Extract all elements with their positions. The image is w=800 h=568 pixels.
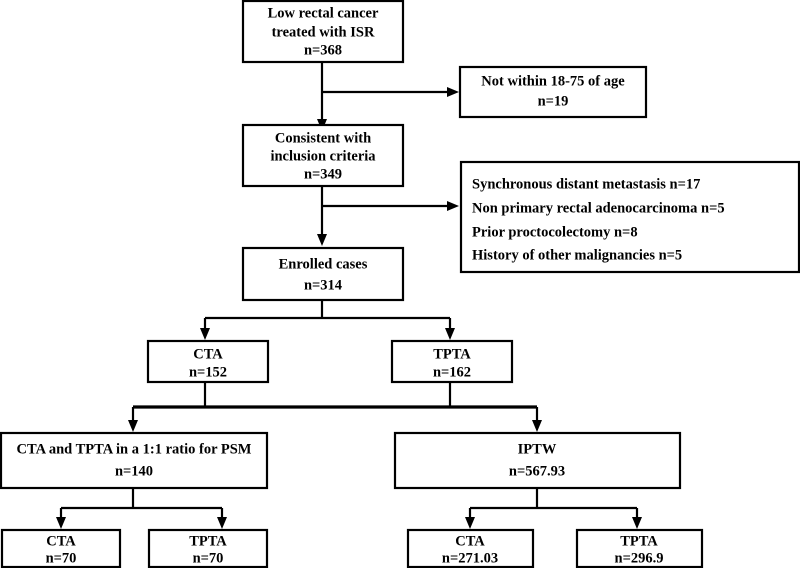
node-tpta-group-box [390,339,514,384]
node-inclusion-criteria-line1: Consistent with [275,130,371,146]
node-iptw-weighted-box [393,431,682,490]
connector-enrolled-split [203,300,452,332]
node-psm-cta-count: n=70 [46,550,77,566]
node-psm-matched-count: n=140 [115,463,153,479]
node-enrolled-cases[interactable]: Enrolled cases n=314 [241,246,405,302]
node-excluded-other-reasons-box [459,160,800,274]
node-psm-cta-label: CTA [46,533,76,549]
node-iptw-tpta-count: n=296.9 [615,550,664,566]
node-psm-matched-label: CTA and TPTA in a 1:1 ratio for PSM [17,441,252,457]
node-psm-matched-box [0,431,269,490]
node-inclusion-criteria-box [241,123,405,188]
node-iptw-tpta[interactable]: TPTA n=296.9 [575,528,704,568]
node-iptw-cta-label: CTA [455,533,485,549]
node-psm-cta[interactable]: CTA n=70 [0,528,122,568]
node-iptw-cta-count: n=271.03 [442,550,498,566]
node-excluded-age-line1: Not within 18-75 of age [481,73,625,89]
node-iptw-cta-box [406,528,535,568]
arrowhead-psm-tpta [217,517,227,529]
node-psm-tpta-label: TPTA [189,533,227,549]
arrowhead-psm [128,420,138,432]
node-source-population[interactable]: Low rectal cancer treated with ISR n=368 [241,0,405,64]
node-excluded-age-box [458,65,648,119]
node-iptw-weighted-count: n=567.93 [509,463,565,479]
arrowhead-iptw-cta [465,517,475,529]
connector-psm-split [59,488,224,521]
node-iptw-cta[interactable]: CTA n=271.03 [406,528,535,568]
node-cta-group-box [146,339,270,384]
node-enrolled-cases-count: n=314 [304,277,342,293]
node-inclusion-criteria[interactable]: Consistent with inclusion criteria n=349 [241,123,405,188]
node-psm-matched[interactable]: CTA and TPTA in a 1:1 ratio for PSM n=14… [0,431,269,490]
arrowhead-excluded-age [447,87,459,97]
node-excluded-reason-2: Non primary rectal adenocarcinoma n=5 [472,200,725,216]
arrowhead-excluded-other [447,201,459,211]
node-iptw-weighted[interactable]: IPTW n=567.93 [393,431,682,490]
connectors [56,62,642,529]
node-inclusion-criteria-line2: inclusion criteria [270,148,376,164]
arrowhead-enrolled [317,234,327,246]
node-enrolled-cases-box [241,246,405,302]
node-cta-group[interactable]: CTA n=152 [146,339,270,384]
node-excluded-reason-1: Synchronous distant metastasis n=17 [472,176,700,192]
node-excluded-other-reasons[interactable]: Synchronous distant metastasis n=17 Non … [459,160,800,274]
node-tpta-group-count: n=162 [433,364,471,380]
arrowhead-iptw-tpta [632,517,642,529]
node-psm-tpta-count: n=70 [193,550,224,566]
arrowhead-psm-cta [56,517,66,529]
node-enrolled-cases-line1: Enrolled cases [279,256,368,272]
node-psm-tpta-box [147,528,269,568]
node-iptw-weighted-label: IPTW [518,441,557,457]
node-source-population-box [241,0,405,64]
node-tpta-group-label: TPTA [433,346,471,362]
node-excluded-age[interactable]: Not within 18-75 of age n=19 [458,65,648,119]
node-inclusion-criteria-count: n=349 [304,166,342,182]
node-cta-group-count: n=152 [189,364,227,380]
connector-iptw-split [468,488,639,521]
node-iptw-tpta-label: TPTA [620,533,658,549]
arrowhead-iptw [532,420,542,432]
arrowhead-tpta-group [445,328,455,340]
node-source-population-line2: treated with ISR [272,24,375,40]
node-excluded-age-count: n=19 [538,93,569,109]
node-tpta-group[interactable]: TPTA n=162 [390,339,514,384]
node-psm-cta-box [0,528,122,568]
arrowhead-cta-group [200,328,210,340]
node-psm-tpta[interactable]: TPTA n=70 [147,528,269,568]
node-source-population-count: n=368 [304,42,342,58]
node-iptw-tpta-box [575,528,704,568]
node-excluded-reason-3: Prior proctocolectomy n=8 [472,224,638,240]
node-cta-group-label: CTA [193,346,223,362]
node-excluded-reason-4: History of other malignancies n=5 [472,247,682,263]
node-source-population-line1: Low rectal cancer [268,5,379,21]
